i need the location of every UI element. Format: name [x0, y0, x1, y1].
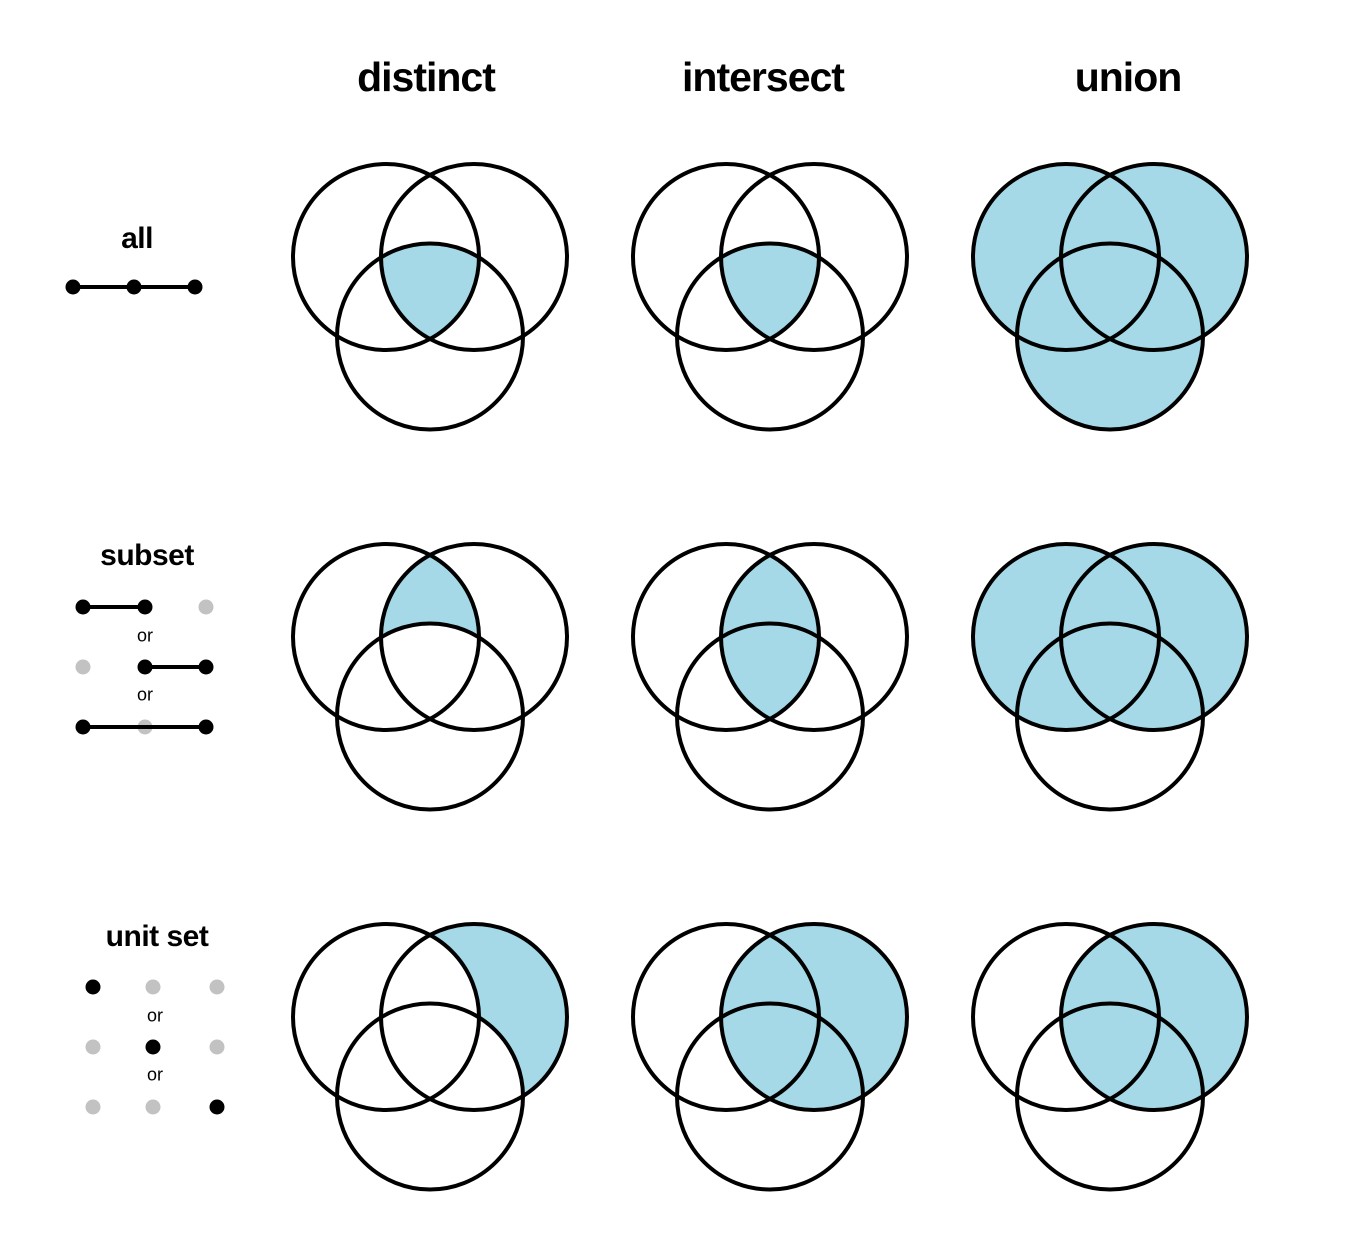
circle-bottom	[1015, 241, 1205, 432]
venn-subset-union	[971, 542, 1249, 812]
venn-cell-subset-union	[960, 530, 1260, 822]
dot-black	[85, 979, 101, 995]
venn-cell-unit_set-intersect	[620, 910, 920, 1202]
dot-black	[198, 659, 214, 675]
circle-bottom	[1015, 621, 1205, 812]
venn-subset-intersect	[631, 542, 909, 812]
dot-black	[137, 659, 153, 675]
circle-bottom	[675, 1001, 865, 1192]
circle-bottom	[335, 241, 525, 432]
or-label: or	[136, 625, 154, 646]
shaded-region	[721, 544, 819, 730]
dot-gray	[75, 659, 91, 675]
row-label-unit-set: unit set	[105, 920, 209, 953]
dot-black	[187, 279, 203, 295]
shaded-region	[1061, 544, 1247, 730]
shaded-region	[1061, 924, 1247, 1110]
dot-gray	[145, 1099, 161, 1115]
shaded-region	[1017, 243, 1203, 430]
connector-line	[145, 665, 206, 669]
circle-bottom	[675, 241, 865, 432]
or-label: or	[136, 684, 154, 705]
dot-black	[145, 1039, 161, 1055]
venn-cell-subset-intersect	[620, 530, 920, 822]
dot-black	[137, 599, 153, 615]
dot-black	[126, 279, 142, 295]
dot-gray	[198, 599, 214, 615]
venn-unit_set-union	[971, 922, 1249, 1192]
column-header-intersect: intersect	[682, 54, 845, 100]
dot-black	[198, 719, 214, 735]
venn-cell-all-union	[960, 150, 1260, 442]
dot-gray	[145, 979, 161, 995]
dot-black	[75, 719, 91, 735]
dot-gray	[85, 1039, 101, 1055]
venn-cell-unit_set-union	[960, 910, 1260, 1202]
venn-all-union	[971, 162, 1249, 432]
venn-subset-distinct	[291, 542, 569, 812]
venn-all-intersect	[631, 162, 909, 432]
circle-bottom	[335, 621, 525, 812]
dot-gray	[209, 979, 225, 995]
dot-black	[209, 1099, 225, 1115]
venn-unit_set-intersect	[631, 922, 909, 1192]
column-header-union: union	[1074, 54, 1183, 100]
venn-all-distinct	[291, 162, 569, 432]
connector-line	[83, 725, 206, 729]
venn-cell-all-intersect	[620, 150, 920, 442]
dot-gray	[85, 1099, 101, 1115]
circle-bottom	[1015, 1001, 1205, 1192]
connector-line	[83, 605, 145, 609]
dot-black	[65, 279, 81, 295]
or-label: or	[146, 1064, 164, 1085]
or-label: or	[146, 1005, 164, 1026]
venn-unit_set-distinct	[291, 922, 569, 1192]
row-label-subset: subset	[100, 539, 194, 572]
column-header-distinct: distinct	[357, 54, 496, 100]
venn-cell-subset-distinct	[280, 530, 580, 822]
venn-cell-all-distinct	[280, 150, 580, 442]
dot-black	[75, 599, 91, 615]
shaded-region	[337, 1003, 523, 1190]
circle-bottom	[675, 621, 865, 812]
circle-bottom	[335, 1001, 525, 1192]
shaded-region	[721, 924, 907, 1110]
shaded-region	[337, 623, 523, 810]
venn-cell-unit_set-distinct	[280, 910, 580, 1202]
dot-gray	[209, 1039, 225, 1055]
row-label-all: all	[121, 222, 153, 255]
